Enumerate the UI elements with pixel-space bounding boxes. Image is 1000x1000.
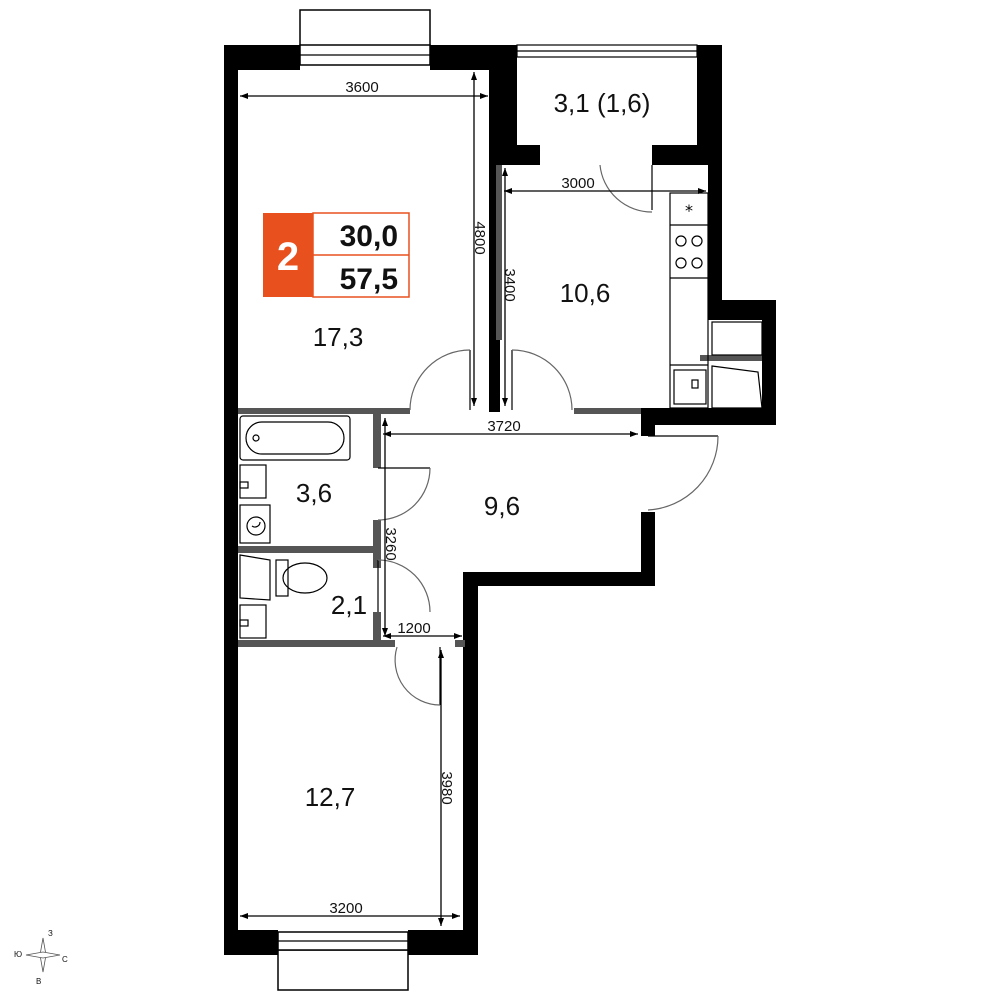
loggia-glazing <box>516 44 698 58</box>
door-kitchen[interactable] <box>511 349 573 411</box>
door-entrance[interactable] <box>647 435 719 511</box>
area-kitchen: 10,6 <box>560 278 611 308</box>
compass-south: В <box>36 977 41 986</box>
door-bathroom[interactable] <box>377 467 431 521</box>
toilet-icon <box>239 554 328 601</box>
compass-north: З <box>48 929 53 938</box>
compass-icon: З С В Ю <box>14 929 68 986</box>
room-count: 2 <box>277 235 299 279</box>
utility-niche <box>711 321 763 409</box>
area-bathroom: 3,6 <box>296 478 332 508</box>
compass-east: С <box>62 955 68 964</box>
washing-machine-icon <box>239 504 271 544</box>
room-labels: 17,3 10,6 3,1 (1,6) 9,6 3,6 2,1 12,7 <box>296 88 650 812</box>
partitions <box>238 165 762 647</box>
bathtub-icon <box>239 415 351 461</box>
door-loggia[interactable] <box>599 164 653 213</box>
dim-3720: 3720 <box>487 418 520 435</box>
dim-4800: 4800 <box>471 221 488 254</box>
compass-west: Ю <box>14 950 22 959</box>
door-toilet[interactable] <box>377 559 431 613</box>
dimension-lines <box>240 72 706 926</box>
dim-3980: 3980 <box>438 771 455 804</box>
sink-toilet-icon <box>239 604 267 639</box>
kitchen-sink-icon <box>673 369 707 405</box>
area-loggia: 3,1 (1,6) <box>554 88 651 118</box>
total-area-value: 57,5 <box>340 263 398 296</box>
stove-icon <box>675 235 703 269</box>
area-toilet: 2,1 <box>331 590 367 620</box>
dimension-labels: 3600 4800 3000 3400 3720 3260 1200 3980 … <box>329 79 594 917</box>
window-living-room <box>299 9 431 66</box>
dim-3600: 3600 <box>345 79 378 96</box>
svg-text:*: * <box>685 201 693 220</box>
dim-3400: 3400 <box>501 268 518 301</box>
dim-3000: 3000 <box>561 175 594 192</box>
kitchen-unit <box>669 192 709 409</box>
walls <box>224 45 776 955</box>
living-area-value: 30,0 <box>340 220 398 253</box>
area-living-room: 17,3 <box>313 322 364 352</box>
window-bedroom <box>277 931 409 991</box>
area-bedroom: 12,7 <box>305 782 356 812</box>
dim-1200: 1200 <box>397 620 430 637</box>
door-living-room[interactable] <box>409 349 471 411</box>
sink-icon <box>239 464 267 499</box>
asterisk-icon: * <box>685 201 693 220</box>
dim-3260: 3260 <box>382 527 399 560</box>
room-count-box <box>263 213 313 297</box>
door-bedroom[interactable] <box>394 646 441 706</box>
dim-3200: 3200 <box>329 900 362 917</box>
area-badge: 2 30,0 57,5 <box>263 212 410 298</box>
area-hallway: 9,6 <box>484 491 520 521</box>
